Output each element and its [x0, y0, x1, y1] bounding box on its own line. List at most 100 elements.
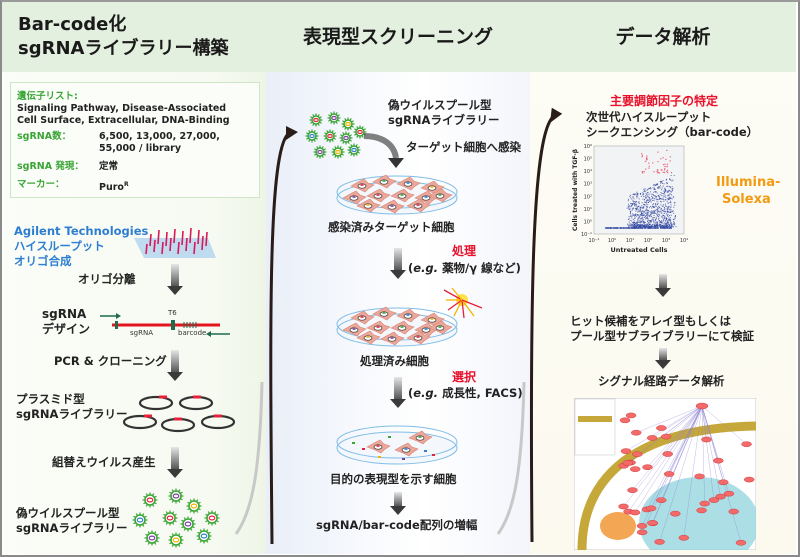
data-point-non-hit — [643, 203, 645, 205]
data-point-non-hit — [654, 210, 656, 212]
data-point-non-hit — [661, 181, 663, 183]
data-point-non-hit — [654, 219, 656, 221]
data-point-non-hit — [669, 219, 671, 221]
data-point-non-hit — [656, 196, 658, 198]
x-tick-label: 10³ — [662, 238, 670, 244]
data-point-non-hit — [631, 198, 633, 200]
data-point-non-hit — [643, 227, 646, 229]
data-point-non-hit — [667, 208, 669, 210]
data-point-non-hit — [672, 226, 674, 228]
data-point-hit — [656, 171, 658, 173]
data-point-hit — [666, 166, 668, 168]
data-point-non-hit — [650, 225, 652, 227]
panel-header: Bar-code化 sgRNAライブラリー構築 — [2, 2, 266, 72]
data-point-non-hit — [655, 221, 657, 223]
library-spec-box: 遺伝子リスト: Signaling Pathway, Disease-Assoc… — [10, 82, 260, 198]
phenotype-cells-label: 目的の表現型を示す細胞 — [330, 472, 457, 486]
data-point-non-hit — [669, 178, 671, 180]
data-point-non-hit — [629, 207, 631, 209]
data-point-non-hit — [643, 219, 645, 221]
data-point-non-hit — [645, 215, 647, 217]
data-point-non-hit — [651, 212, 653, 214]
data-point-non-hit — [641, 210, 643, 212]
data-point-non-hit — [674, 217, 676, 219]
data-point-non-hit — [666, 182, 668, 184]
key-factor-title: 主要調節因子の特定 — [610, 94, 719, 108]
data-point-non-hit — [670, 200, 672, 202]
data-point-non-hit — [665, 217, 667, 219]
data-point-non-hit — [646, 224, 648, 226]
cell — [390, 320, 415, 335]
data-point-non-hit — [636, 193, 638, 195]
data-point-non-hit — [659, 185, 661, 187]
data-point-non-hit — [630, 206, 632, 208]
data-point-non-hit — [668, 196, 670, 198]
data-point-non-hit — [630, 214, 632, 216]
data-point-hit — [642, 172, 644, 174]
ngs-line-2: シークエンシング（bar-code） — [586, 125, 759, 139]
data-point-non-hit — [632, 218, 634, 220]
data-point-non-hit — [649, 227, 652, 229]
data-point-non-hit — [666, 215, 668, 217]
data-point-non-hit — [668, 227, 670, 229]
pathway-edge — [628, 405, 703, 512]
data-point-hit — [666, 149, 668, 152]
data-point-non-hit — [670, 202, 672, 204]
y-tick-label: 10³ — [584, 182, 592, 188]
data-point-non-hit — [664, 188, 666, 190]
data-point-non-hit — [667, 195, 669, 197]
data-point-non-hit — [667, 211, 669, 213]
pseudovirus-library-label: 偽ウイルスプール型 sgRNAライブラリー — [388, 98, 499, 128]
data-point-non-hit — [655, 197, 657, 199]
data-point-non-hit — [660, 210, 662, 212]
data-point-non-hit — [652, 197, 654, 199]
data-point-non-hit — [635, 193, 637, 195]
data-point-non-hit — [643, 193, 645, 195]
data-point-non-hit — [641, 217, 643, 219]
plasmid-line-2: sgRNAライブラリー — [16, 407, 128, 421]
data-point-non-hit — [632, 222, 634, 224]
expression-label: sgRNA 発現： — [17, 161, 84, 172]
data-point-non-hit — [648, 207, 650, 209]
data-point-non-hit — [630, 202, 632, 204]
data-point-non-hit — [653, 207, 655, 209]
data-point-non-hit — [656, 225, 658, 227]
data-point-non-hit — [650, 191, 652, 193]
data-point-non-hit — [637, 217, 639, 219]
virus-particle — [196, 528, 212, 544]
data-point-non-hit — [662, 197, 664, 199]
data-point-non-hit — [657, 195, 659, 197]
data-point-non-hit — [652, 210, 654, 212]
data-point-non-hit — [662, 193, 664, 195]
data-point-non-hit — [656, 201, 658, 203]
data-point-non-hit — [636, 207, 638, 209]
data-point-non-hit — [653, 199, 655, 201]
cell — [408, 430, 433, 445]
data-point-non-hit — [633, 208, 635, 210]
expression-value: 定常 — [99, 161, 119, 172]
treated-cells-label: 処理済み細胞 — [360, 354, 429, 368]
pathway-node — [670, 510, 681, 517]
data-point-non-hit — [644, 201, 646, 203]
phenotype-cells-dish-icon — [336, 425, 458, 465]
data-point-non-hit — [664, 191, 666, 193]
cell — [390, 188, 415, 203]
pathway-node — [656, 497, 667, 503]
data-point-non-hit — [635, 224, 637, 226]
data-point-non-hit — [638, 221, 640, 223]
virus-particle — [309, 113, 323, 127]
pathway-node — [619, 417, 631, 424]
data-point-non-hit — [665, 190, 667, 192]
data-point-non-hit — [612, 227, 614, 229]
pathway-node — [662, 451, 673, 457]
pathway-node — [627, 487, 638, 493]
data-point-non-hit — [669, 217, 671, 219]
data-point-non-hit — [659, 226, 661, 228]
data-point-non-hit — [642, 194, 644, 196]
data-point-non-hit — [647, 212, 649, 214]
pathway-node — [723, 490, 735, 497]
data-point-non-hit — [663, 226, 665, 228]
data-point-non-hit — [659, 200, 661, 202]
data-point-non-hit — [635, 223, 637, 225]
selection-detail-text: 成長性, FACS — [442, 386, 518, 400]
